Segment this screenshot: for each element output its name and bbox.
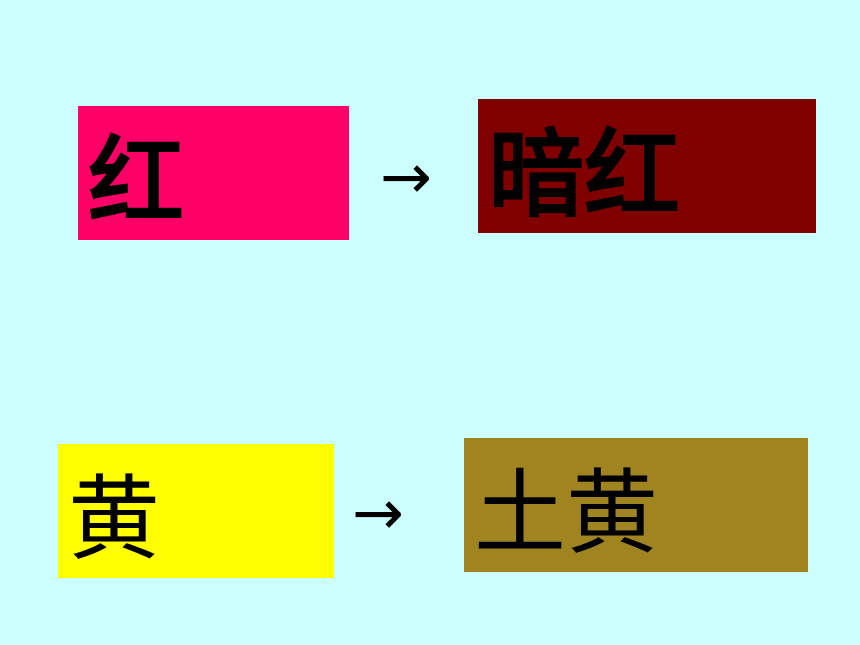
- red-color-box: 红: [78, 106, 349, 240]
- arrow-right-icon: →: [380, 140, 432, 213]
- dark-red-color-box: 暗红: [478, 99, 816, 233]
- yellow-color-box: 黄: [58, 444, 334, 578]
- arrow-right-icon: →: [352, 476, 404, 549]
- earth-yellow-color-box: 土黄: [464, 438, 808, 572]
